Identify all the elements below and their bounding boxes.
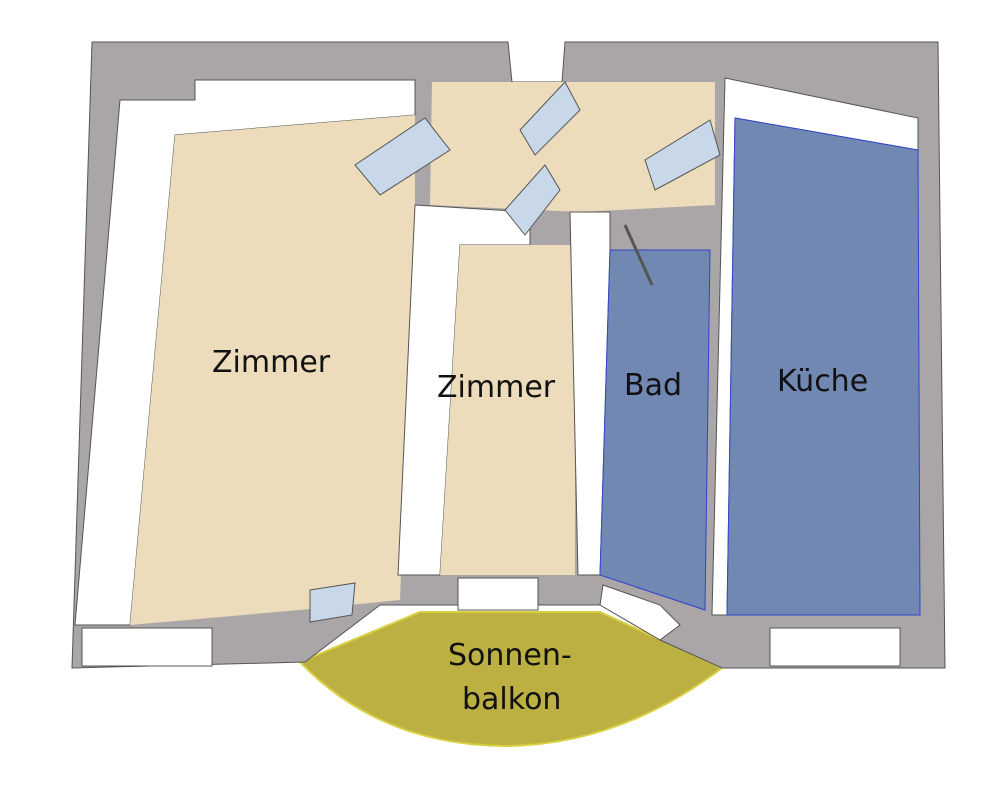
room-label-zimmer-2: Zimmer — [437, 370, 556, 405]
balcony — [298, 611, 724, 748]
door — [519, 81, 581, 156]
room-label-balkon-1: Sonnen- — [448, 638, 572, 673]
doors — [309, 81, 721, 623]
door — [644, 119, 721, 191]
window — [81, 627, 213, 667]
room-label-kueche: Küche — [777, 364, 869, 399]
window — [457, 577, 539, 611]
windows — [81, 577, 901, 667]
room-label-zimmer-1: Zimmer — [212, 345, 331, 380]
room2-floor — [440, 245, 575, 575]
door — [354, 117, 451, 196]
hallway-floor — [430, 82, 715, 212]
door — [623, 224, 654, 286]
room-label-balkon-2: balkon — [462, 682, 562, 717]
window — [769, 627, 901, 667]
door — [504, 164, 561, 236]
bath-floor — [599, 249, 711, 611]
room-label-bad: Bad — [624, 368, 683, 403]
kitchen-floor — [726, 117, 921, 616]
window — [599, 584, 681, 641]
door — [309, 582, 356, 623]
room1-floor — [130, 115, 415, 625]
